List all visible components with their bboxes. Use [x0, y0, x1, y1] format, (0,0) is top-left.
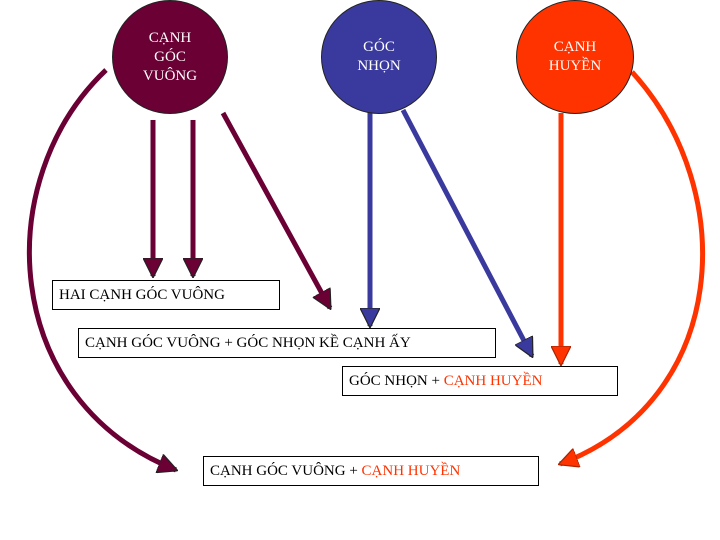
circle-label-line: VUÔNG [142, 67, 198, 84]
angle-hypotenuse-box: GÓC NHỌN + CẠNH HUYỀN [342, 366, 618, 396]
box-label-hypotenuse: CẠNH HUYỀN [361, 463, 461, 479]
acute-angle-circle: GÓC NHỌN [321, 0, 437, 114]
circle-label-line: NHỌN [357, 58, 401, 74]
right-angle-side-circle: CẠNH GÓC VUÔNG [112, 0, 228, 114]
arrow-right-angle-side-to-leg-hypotenuse [27, 68, 176, 470]
box-label: CẠNH GÓC VUÔNG + GÓC NHỌN KỀ CẠNH ẤY [85, 335, 411, 351]
arrow-acute-angle-to-angle-hypotenuse [400, 108, 535, 356]
circle-label-line: GÓC [154, 48, 186, 65]
arrow-hypotenuse-to-leg-hypotenuse [560, 70, 706, 464]
circle-label-line: HUYỀN [548, 58, 602, 74]
hypotenuse-circle: CẠNH HUYỀN [516, 0, 634, 114]
arrow-right-angle-side-to-leg-adjacent-angle [220, 111, 333, 308]
circle-label-line: GÓC [363, 39, 395, 55]
leg-adjacent-angle-box: CẠNH GÓC VUÔNG + GÓC NHỌN KỀ CẠNH ẤY [78, 328, 496, 358]
circle-label-line: CẠNH [148, 29, 192, 46]
box-label-hypotenuse: CẠNH HUYỀN [443, 373, 543, 389]
two-legs-box: HAI CẠNH GÓC VUÔNG [52, 280, 280, 310]
box-label-part: GÓC NHỌN + [349, 373, 444, 389]
leg-hypotenuse-box: CẠNH GÓC VUÔNG + CẠNH HUYỀN [203, 456, 539, 486]
box-label: HAI CẠNH GÓC VUÔNG [59, 287, 225, 303]
circle-label-line: CẠNH [553, 39, 597, 55]
box-label-part: CẠNH GÓC VUÔNG + [210, 463, 362, 479]
